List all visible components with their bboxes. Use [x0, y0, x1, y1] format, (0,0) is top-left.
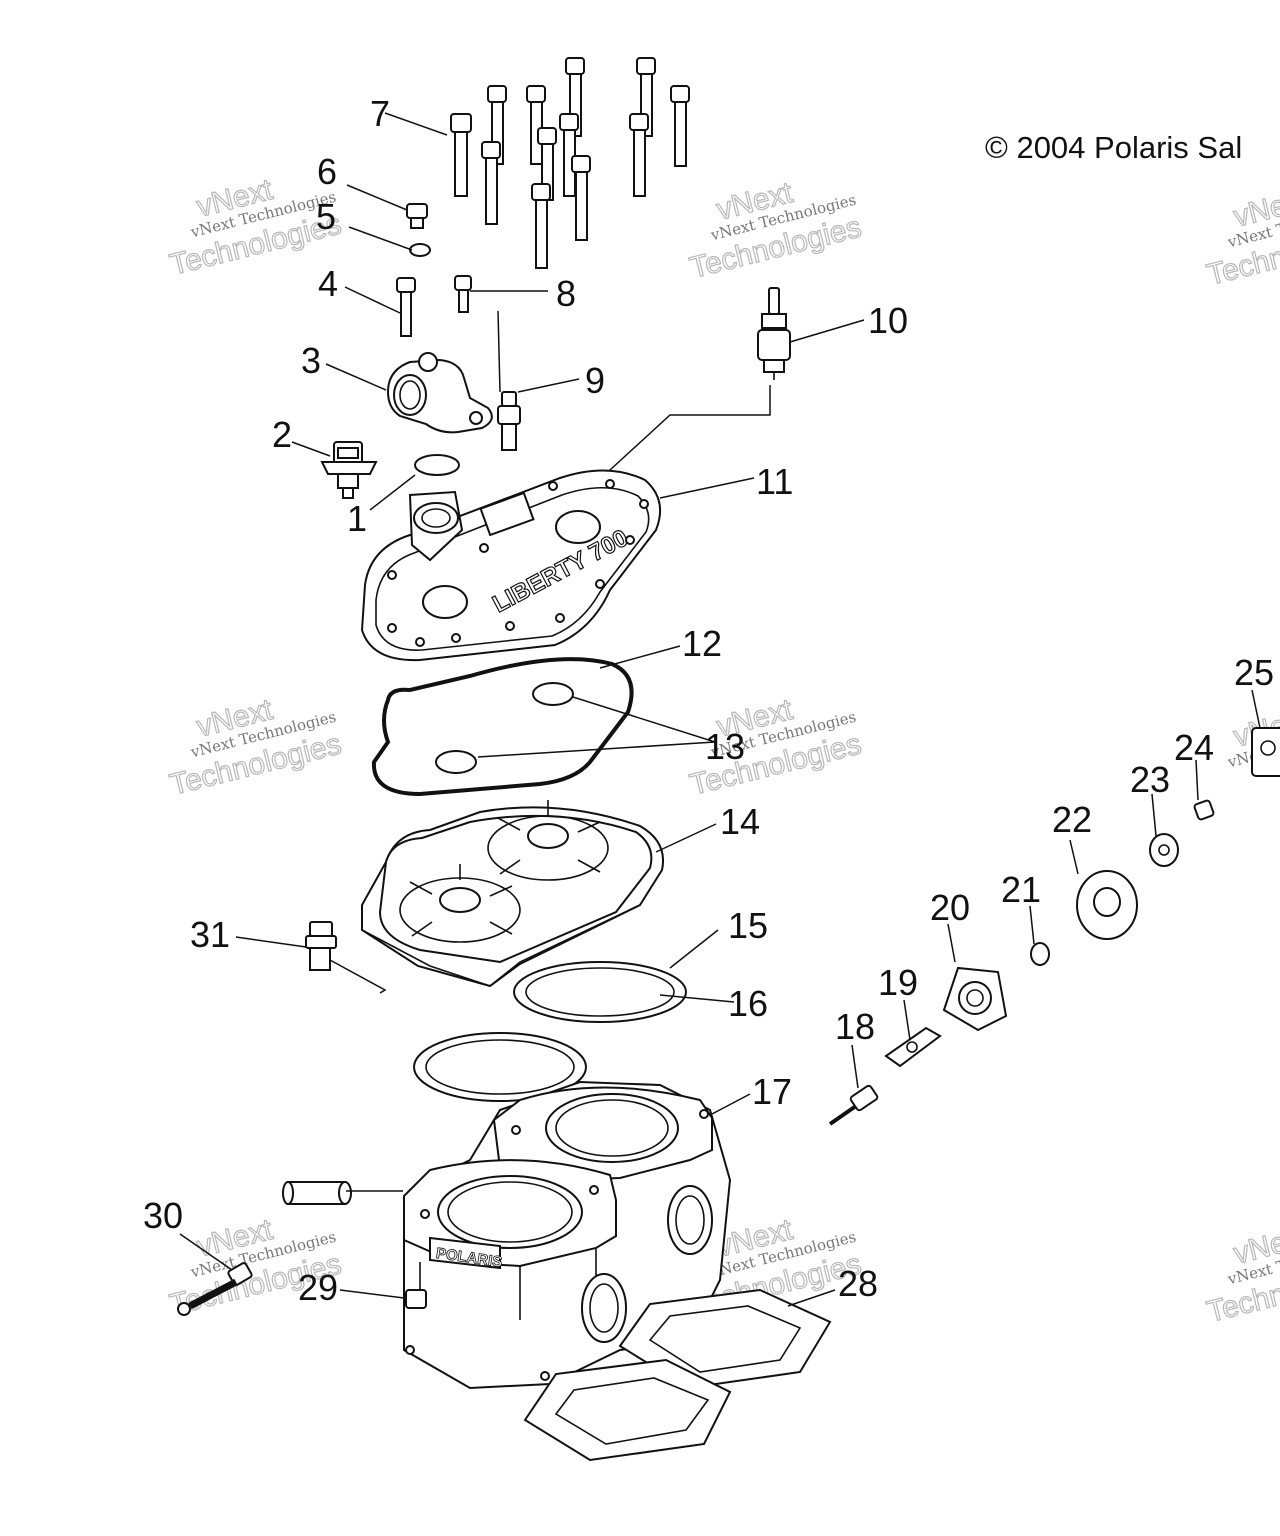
watermark: vNext vNext Technologies Technologies [686, 692, 865, 802]
housing-25 [1251, 727, 1280, 777]
callout-numbers: 1 2 3 4 5 6 7 8 9 10 11 12 13 14 15 16 1… [143, 93, 1274, 1308]
cylinder-gasket-upper [513, 961, 687, 1023]
base-gaskets [523, 1288, 832, 1462]
callout-12: 12 [682, 623, 722, 664]
callout-11: 11 [756, 461, 793, 502]
callout-25: 25 [1234, 652, 1274, 693]
watermark: vNext vNext Technologies Technologies [166, 692, 345, 802]
callout-3: 3 [301, 340, 321, 381]
callout-22: 22 [1052, 799, 1092, 840]
callout-17: 17 [752, 1071, 792, 1112]
spark-plug-leader [609, 385, 771, 471]
callout-9: 9 [585, 360, 605, 401]
head-bolts [450, 57, 690, 269]
watermark: vNext vNext Technologies Technologies [686, 175, 865, 285]
callout-16: 16 [728, 983, 768, 1024]
callout-15: 15 [728, 905, 768, 946]
callout-28: 28 [838, 1263, 878, 1304]
temp-sensor-18 [828, 1084, 879, 1126]
pump-cover-20 [942, 966, 1008, 1032]
fitting-31 [305, 921, 337, 971]
bearing-23 [1149, 833, 1179, 867]
washer-6 [406, 203, 428, 229]
callout-31: 31 [190, 914, 230, 955]
spring-24 [1193, 799, 1215, 821]
gasket-19 [884, 1026, 942, 1068]
cylinder-head-cover: LIBERTY 700 [360, 469, 662, 662]
cylinder-block: POLARIS [403, 1080, 732, 1390]
o-ring-13a [532, 682, 574, 706]
callout-24: 24 [1174, 727, 1214, 768]
watermark: vNext vNext Technologies Technologies [1203, 182, 1280, 292]
callout-1: 1 [347, 498, 367, 539]
fitting-9 [497, 391, 521, 451]
thermostat-housing [386, 352, 493, 434]
callout-5: 5 [316, 196, 336, 237]
callout-7: 7 [370, 93, 390, 134]
callout-14: 14 [720, 801, 760, 842]
callout-10: 10 [868, 300, 908, 341]
callout-13: 13 [705, 726, 745, 767]
callout-4: 4 [318, 263, 338, 304]
o-ring-13b [435, 750, 477, 774]
cylinder-gasket-lower [413, 1032, 587, 1102]
impeller-22 [1076, 870, 1138, 940]
cylinder-pin [282, 1181, 352, 1205]
callout-19: 19 [878, 962, 918, 1003]
callout-8: 8 [556, 273, 576, 314]
thermostat [320, 441, 378, 499]
callout-6: 6 [317, 151, 337, 192]
spark-plug [757, 287, 791, 380]
callout-21: 21 [1001, 869, 1041, 910]
leader-31-b [329, 959, 387, 994]
bolt-8 [454, 275, 472, 313]
callout-20: 20 [930, 887, 970, 928]
callout-23: 23 [1130, 759, 1170, 800]
cylinder-head [361, 800, 664, 988]
bolt-4 [396, 277, 416, 337]
head-gasket [371, 657, 634, 797]
watermark: vNext vNext Technologies Technologies [1203, 1219, 1280, 1329]
plug-29 [405, 1289, 427, 1309]
callout-29: 29 [298, 1267, 338, 1308]
plug-5 [409, 243, 431, 257]
bleed-screw [177, 1262, 253, 1316]
callout-2: 2 [272, 414, 292, 455]
copyright-text: © 2004 Polaris Sal [985, 130, 1242, 165]
callout-18: 18 [835, 1006, 875, 1047]
leader-lines [179, 112, 1261, 1307]
seal-21 [1030, 942, 1050, 966]
o-ring-1 [414, 454, 460, 476]
callout-30: 30 [143, 1195, 183, 1236]
